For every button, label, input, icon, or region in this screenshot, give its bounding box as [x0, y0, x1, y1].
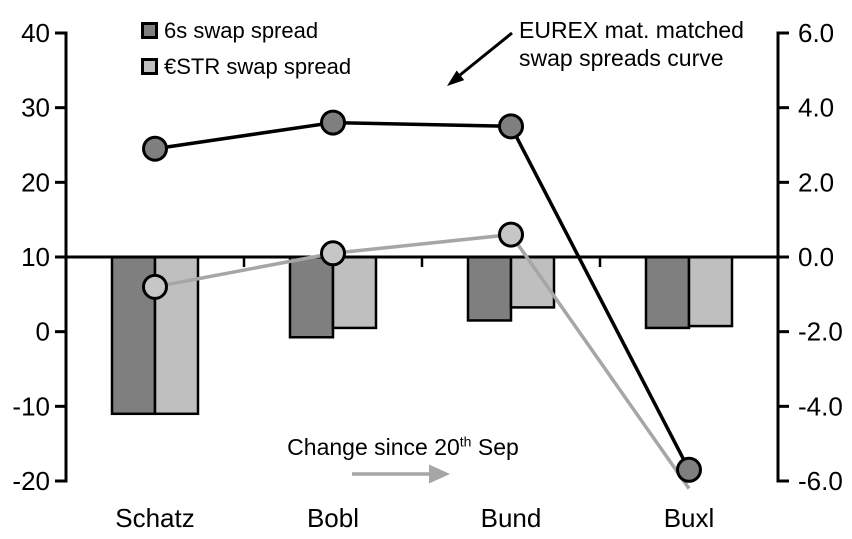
bar-6s-bobl	[288, 255, 335, 339]
left-axis-tick-label: -10	[12, 391, 50, 421]
left-axis-tick-label: 20	[21, 167, 50, 197]
marker-6s-bund	[498, 113, 524, 140]
annotation-curve-label: EUREX mat. matched swap spreads curve	[519, 16, 744, 72]
annotation-curve-line2: swap spreads curve	[519, 45, 724, 71]
x-axis-label-buxl: Buxl	[664, 503, 715, 533]
annotation-change-prefix: Change since 20	[287, 434, 460, 460]
left-axis-tick-label: 0	[36, 317, 50, 347]
legend-item-6s: 6s swap spread	[141, 12, 351, 48]
curve-annotation-arrow-head	[447, 70, 465, 86]
marker-6s-buxl	[676, 456, 702, 483]
line-6s-curve	[154, 120, 691, 471]
right-axis-tick-label: 0.0	[798, 242, 834, 272]
line-estr-curve	[154, 232, 691, 490]
left-axis-tick-label: 10	[21, 242, 50, 272]
bar-6s-buxl	[644, 255, 691, 330]
change-annotation-arrow-head	[429, 464, 450, 484]
annotation-change-label: Change since 20th Sep	[268, 434, 538, 460]
legend-label-estr: €STR swap spread	[164, 53, 352, 79]
bar-estr-buxl	[687, 255, 734, 328]
left-axis-tick-label: 40	[21, 18, 50, 48]
annotation-change-suffix: Sep	[471, 434, 519, 460]
marker-estr-bobl	[320, 240, 346, 267]
right-axis-tick-label: 6.0	[798, 18, 834, 48]
bar-estr-bobl	[331, 255, 378, 330]
marker-6s-bobl	[320, 109, 346, 136]
right-axis-tick-label: 2.0	[798, 167, 834, 197]
legend-item-estr: €STR swap spread	[141, 48, 351, 84]
legend-swatch-6s	[141, 21, 158, 39]
legend-swatch-estr	[141, 57, 158, 75]
curve-annotation-arrow-line	[459, 31, 513, 77]
chart-legend: 6s swap spread €STR swap spread	[141, 12, 351, 84]
marker-estr-bund	[498, 221, 524, 248]
right-axis-tick-label: -2.0	[798, 317, 843, 347]
right-axis-tick-label: -4.0	[798, 391, 843, 421]
legend-label-6s: 6s swap spread	[164, 17, 319, 43]
left-axis-tick-label: -20	[12, 466, 50, 496]
right-axis-tick-label: 4.0	[798, 93, 834, 123]
left-axis-tick-label: 30	[21, 93, 50, 123]
annotation-change-superscript: th	[459, 433, 472, 450]
marker-6s-schatz	[142, 135, 168, 162]
bar-6s-bund	[466, 255, 513, 322]
marker-estr-schatz	[142, 273, 168, 300]
right-axis-tick-label: -6.0	[798, 466, 843, 496]
x-axis-label-bund: Bund	[481, 503, 542, 533]
annotation-curve-line1: EUREX mat. matched	[519, 17, 744, 43]
x-axis-label-schatz: Schatz	[115, 503, 195, 533]
x-axis-label-bobl: Bobl	[307, 503, 359, 533]
